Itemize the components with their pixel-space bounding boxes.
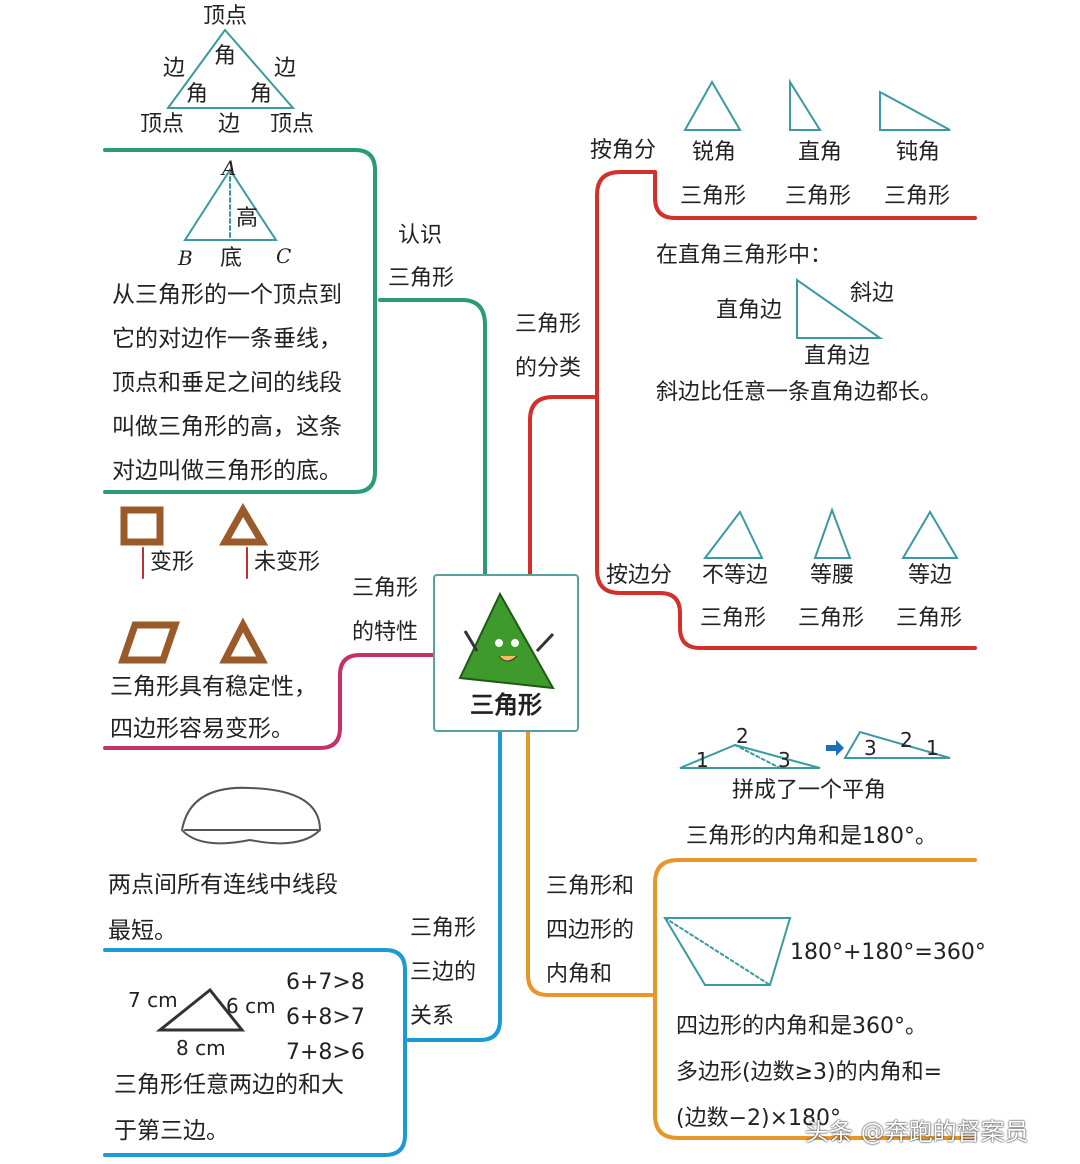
definition-line: 叫做三角形的高，这条 (112, 414, 342, 440)
definition-line: 它的对边作一条垂线， (112, 326, 342, 352)
vertex-c: C (276, 244, 292, 268)
polygon-formula: (边数−2)×180° (676, 1106, 842, 1131)
inequality: 6+7>8 (286, 970, 365, 995)
branch-label-sides: 三边的 (410, 960, 477, 985)
branch-recognize (103, 148, 377, 494)
branch-label-sides: 三角形 (410, 916, 477, 941)
angle-label: 角 (186, 82, 209, 107)
angle-type: 钝角 (896, 140, 941, 165)
side-label: 边 (163, 56, 186, 81)
angle-number: 2 (736, 724, 749, 748)
side-type: 三角形 (896, 606, 963, 631)
side-type: 三角形 (700, 606, 767, 631)
leg-label: 直角边 (716, 298, 783, 323)
polygon-formula: 多边形(边数≥3)的内角和= (676, 1060, 943, 1085)
angle-number: 3 (778, 748, 791, 772)
branch-classify (528, 395, 599, 577)
definition-line: 从三角形的一个顶点到 (112, 282, 342, 308)
branch-property (103, 653, 435, 750)
height-label: 高 (236, 206, 259, 231)
deform-label: 变形 (150, 550, 195, 575)
branch-label-property: 三角形 (352, 576, 419, 601)
angle-type: 三角形 (680, 184, 747, 209)
angle-label: 角 (250, 82, 273, 107)
watermark: 头条 @奔跑的督案员 (805, 1118, 1029, 1146)
branch-label-angles: 三角形和 (546, 874, 635, 899)
property-text: 三角形具有稳定性， (110, 674, 317, 700)
angle-label: 角 (214, 44, 237, 69)
base-label: 底 (220, 246, 243, 271)
quad-sum: 四边形的内角和是360°。 (676, 1014, 927, 1039)
side-length: 8 cm (176, 1036, 226, 1060)
property-text: 四边形容易变形。 (110, 716, 294, 742)
branch-label-recognize: 认识 (398, 223, 443, 248)
center-label: 三角形 (470, 691, 542, 719)
vertex-label: 顶点 (203, 4, 248, 29)
angle-number: 2 (900, 728, 913, 752)
vertex-label: 顶点 (270, 112, 315, 137)
branch-sides (406, 726, 502, 1042)
side-label: 边 (274, 56, 297, 81)
sides-text: 于第三边。 (114, 1118, 229, 1144)
by-side-label: 按边分 (606, 563, 673, 588)
angle-number: 1 (696, 748, 709, 772)
vertex-label: 顶点 (140, 112, 185, 137)
triangle-mascot-icon (458, 591, 555, 690)
side-type: 不等边 (702, 563, 769, 588)
straight-angle-text: 拼成了一个平角 (732, 778, 887, 803)
hypotenuse-label: 斜边 (850, 281, 895, 306)
branch-label-sides: 关系 (410, 1004, 455, 1029)
quad-formula: 180°+180°=360° (790, 940, 986, 965)
branch-label-recognize: 三角形 (388, 266, 455, 291)
vertex-a: A (222, 156, 237, 180)
side-type: 等腰 (810, 563, 855, 588)
inequality: 6+8>7 (286, 1005, 365, 1030)
vertex-b: B (178, 246, 193, 270)
angle-type: 三角形 (785, 184, 852, 209)
side-type: 等边 (908, 563, 953, 588)
inequality: 7+8>6 (286, 1040, 365, 1065)
branch-label-classify: 三角形 (515, 312, 582, 337)
side-length: 7 cm (128, 988, 178, 1012)
angle-number: 1 (926, 736, 939, 760)
angle-type: 直角 (798, 140, 843, 165)
no-deform-label: 未变形 (254, 550, 321, 575)
by-angle-label: 按角分 (590, 138, 657, 163)
center-node: 三角形 (433, 574, 579, 732)
branch-label-angles: 四边形的 (546, 918, 635, 943)
side-length: 6 cm (226, 994, 276, 1018)
angle-type: 锐角 (692, 140, 737, 165)
branch-label-classify: 的分类 (515, 356, 582, 381)
branch-label-angles: 内角和 (546, 962, 613, 987)
sides-text: 三角形任意两边的和大 (114, 1072, 344, 1098)
right-fact: 斜边比任意一条直角边都长。 (656, 380, 943, 405)
definition-line: 对边叫做三角形的底。 (112, 458, 342, 484)
branch-label-property: 的特性 (352, 620, 419, 645)
shortest-text: 最短。 (108, 918, 177, 944)
angle-type: 三角形 (884, 184, 951, 209)
branch-angles (526, 726, 657, 997)
right-intro: 在直角三角形中： (656, 243, 833, 268)
shortest-text: 两点间所有连线中线段 (108, 872, 338, 898)
definition-line: 顶点和垂足之间的线段 (112, 370, 342, 396)
angle-number: 3 (864, 736, 877, 760)
side-label: 边 (218, 112, 241, 137)
triangle-sum: 三角形的内角和是180°。 (686, 824, 937, 849)
side-type: 三角形 (798, 606, 865, 631)
leg-label: 直角边 (804, 344, 871, 369)
